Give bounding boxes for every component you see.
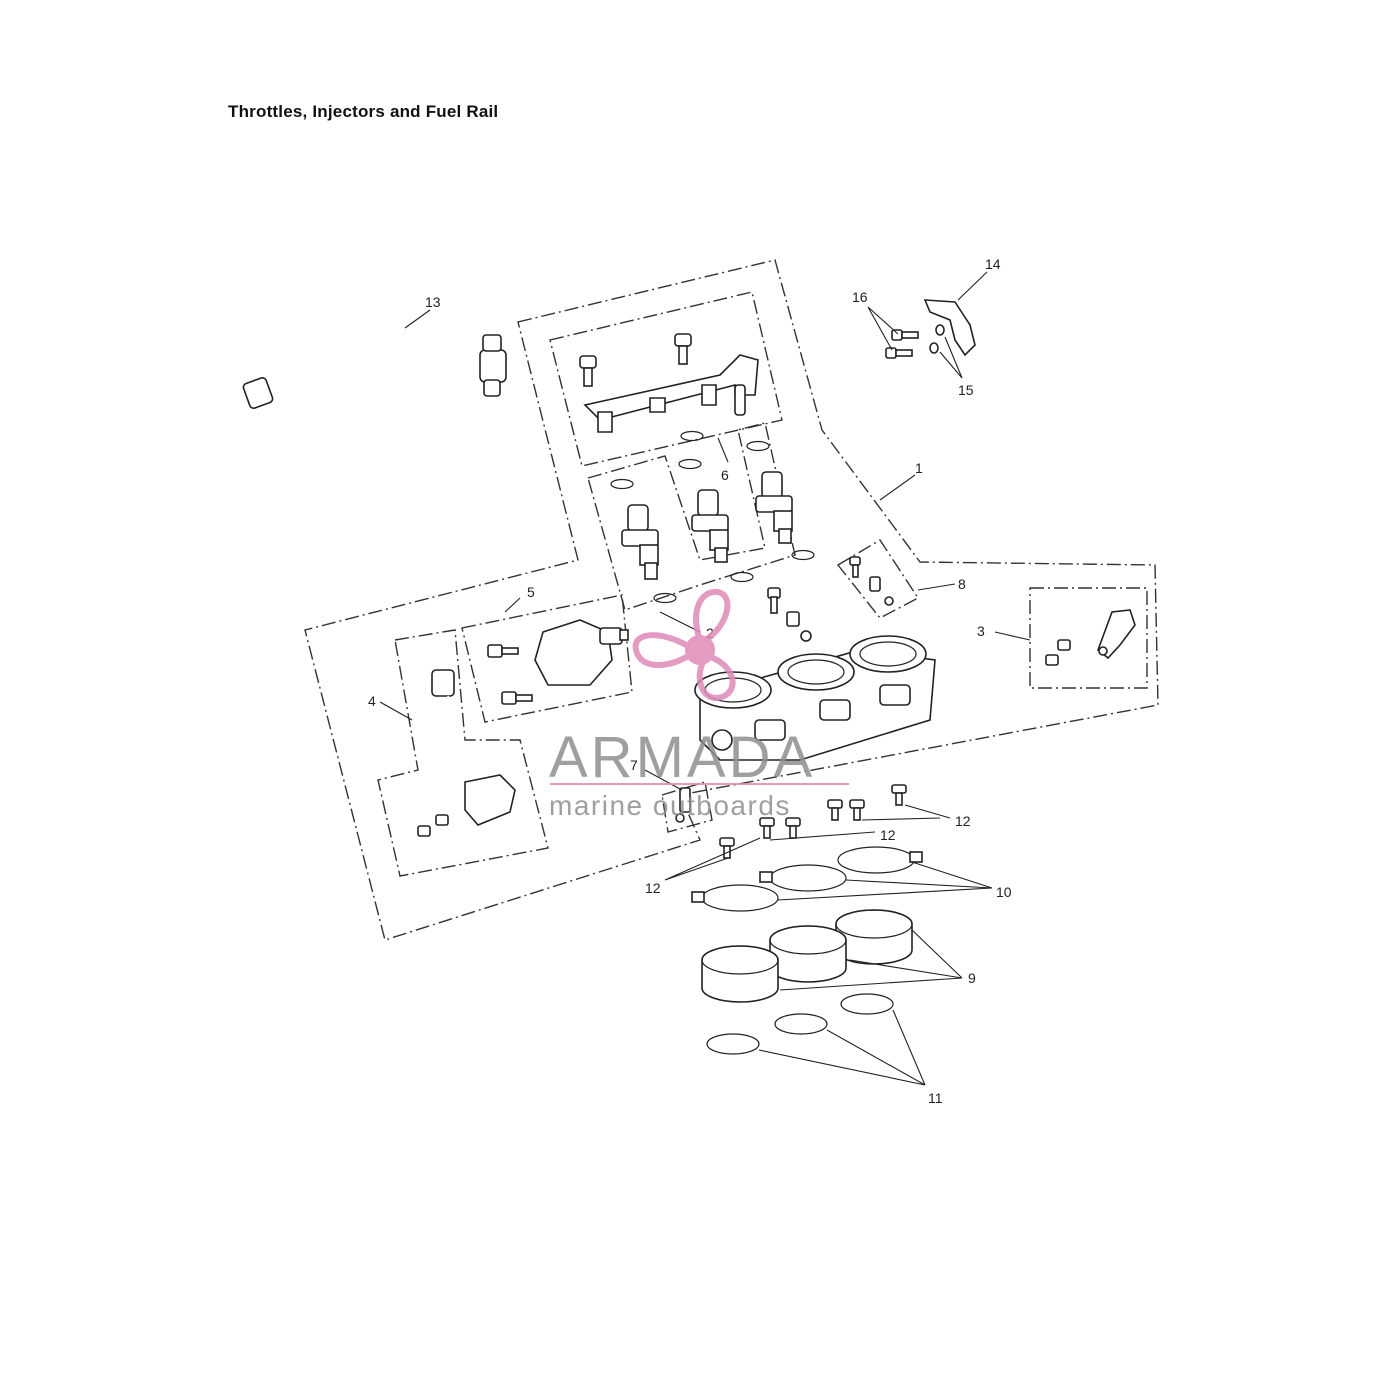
- callout-13: 13: [425, 294, 441, 310]
- washers-15: [929, 324, 945, 354]
- callout-8: 8: [958, 576, 966, 592]
- fuel-rail: [579, 333, 759, 433]
- bracket-14: [923, 299, 976, 357]
- callout-6: 6: [721, 467, 729, 483]
- callout-11: 11: [928, 1090, 943, 1106]
- idle-control-motor: [487, 619, 629, 705]
- callout-10: 10: [996, 884, 1012, 900]
- intake-adaptors: [701, 909, 913, 1003]
- watermark-brand: ARMADA: [549, 725, 815, 790]
- callout-14: 14: [985, 256, 1001, 272]
- watermark: ARMADA marine outboards: [549, 588, 849, 821]
- watermark-tagline: marine outboards: [549, 790, 791, 821]
- fuel-rail-frame: [549, 291, 783, 467]
- hose-clamps: [691, 846, 923, 912]
- callout-7: 7: [630, 757, 638, 773]
- fuel-hose: [242, 334, 507, 409]
- fuel-injector-3: [755, 471, 793, 544]
- callout-1: 1: [915, 460, 923, 476]
- callout-2: 2: [706, 625, 714, 641]
- throttle-bracket: [1045, 609, 1136, 666]
- callout-4: 4: [368, 693, 376, 709]
- screw-spring-set: [849, 556, 894, 606]
- throttle-position-sensor: [417, 669, 516, 837]
- propeller-icon: [632, 588, 736, 701]
- callout-5: 5: [527, 584, 535, 600]
- injector-o-rings: [610, 430, 815, 604]
- leader-lines: [379, 271, 1031, 1086]
- bolts-16: [885, 329, 919, 359]
- assembly-5-frame: [461, 594, 633, 723]
- assembly-4-frame: [377, 629, 549, 877]
- assembly-7-frame: [661, 781, 713, 833]
- callout-16: 16: [852, 289, 868, 305]
- injector-frame: [587, 422, 796, 611]
- assembly-3-frame: [1029, 587, 1148, 689]
- callout-12-left: 12: [645, 880, 661, 896]
- intake-seals: [706, 993, 894, 1055]
- callout-15: 15: [958, 382, 974, 398]
- callout-numbers: 1 2 3 4 5 6 7 8 9 10 11 12 12 12 13 14 1…: [368, 256, 1012, 1106]
- fuel-injector-2: [691, 489, 729, 563]
- callout-12-middle: 12: [880, 827, 896, 843]
- sensor-screw: [675, 787, 691, 823]
- adjust-screw-2: [767, 587, 812, 642]
- callout-9: 9: [968, 970, 976, 986]
- fuel-injector-1: [621, 504, 659, 580]
- callout-12-right: 12: [955, 813, 971, 829]
- callout-3: 3: [977, 623, 985, 639]
- assembly-1-frame: [304, 259, 1159, 941]
- assembly-8-frame: [836, 539, 920, 619]
- diagram-title: Throttles, Injectors and Fuel Rail: [228, 102, 499, 121]
